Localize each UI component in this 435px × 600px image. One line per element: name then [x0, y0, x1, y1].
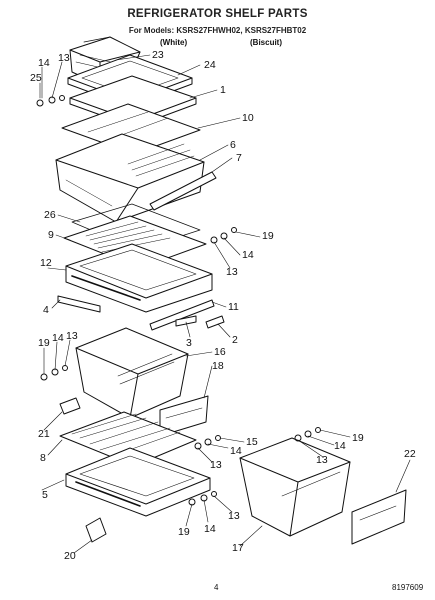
callout-9: 9 [48, 229, 54, 241]
part-5-bottom-frame [66, 448, 210, 516]
callout-10: 10 [242, 112, 254, 124]
callout-18: 18 [212, 360, 224, 372]
part-2-clip [206, 316, 224, 328]
callout-14: 14 [52, 332, 64, 344]
part-12-shelf-frame [66, 244, 212, 312]
callout-17: 17 [232, 542, 244, 554]
callout-19: 19 [352, 432, 364, 444]
callout-19: 19 [262, 230, 274, 242]
callout-22: 22 [404, 448, 416, 460]
callout-13: 13 [226, 266, 238, 278]
callout-13: 13 [66, 330, 78, 342]
part-17-large-drawer [240, 438, 350, 536]
page-number: 4 [214, 583, 219, 592]
part-16-crisper-drawer [76, 328, 188, 418]
callout-15: 15 [246, 436, 258, 448]
callout-20: 20 [64, 550, 76, 562]
callout-11: 11 [228, 301, 239, 313]
callout-14: 14 [230, 445, 242, 457]
callout-14: 14 [204, 523, 216, 535]
callout-26: 26 [44, 209, 56, 221]
callout-3: 3 [186, 337, 192, 349]
callout-24: 24 [204, 59, 216, 71]
part-11-rail [150, 300, 214, 330]
hardware-screws [37, 96, 321, 506]
callout-1: 1 [220, 84, 226, 96]
callout-16: 16 [214, 346, 226, 358]
callout-13: 13 [228, 510, 240, 522]
part-20-clip [86, 518, 106, 542]
document-part-number: 8197609 [392, 583, 424, 592]
callout-6: 6 [230, 139, 236, 151]
callout-5: 5 [42, 489, 48, 501]
callout-14: 14 [242, 249, 254, 261]
part-6-crisper-top [56, 134, 204, 222]
leader-lines [40, 55, 410, 553]
part-3-slide [176, 316, 196, 326]
callout-13: 13 [210, 459, 222, 471]
part-21-clip [60, 398, 80, 414]
part-4-slide [58, 296, 100, 312]
callout-14: 14 [38, 57, 50, 69]
callout-14: 14 [334, 440, 346, 452]
page-title: REFRIGERATOR SHELF PARTS [127, 8, 308, 20]
callout-23: 23 [152, 49, 164, 61]
callout-8: 8 [40, 452, 46, 464]
callout-25: 25 [30, 72, 42, 84]
callout-19: 19 [178, 526, 190, 538]
callout-4: 4 [43, 304, 49, 316]
variant-biscuit: (Biscuit) [250, 38, 282, 47]
callout-13: 13 [58, 52, 70, 64]
part-22-drawer-front [352, 490, 406, 544]
part-7-rod [150, 172, 216, 210]
callout-12: 12 [40, 257, 52, 269]
callout-21: 21 [38, 428, 50, 440]
variant-white: (White) [160, 38, 188, 47]
model-numbers: For Models: KSRS27FHWH02, KSRS27FHBT02 [128, 26, 307, 35]
callout-7: 7 [236, 152, 242, 164]
callout-2: 2 [232, 334, 238, 346]
callout-19: 19 [38, 337, 50, 349]
callout-13: 13 [316, 454, 328, 466]
